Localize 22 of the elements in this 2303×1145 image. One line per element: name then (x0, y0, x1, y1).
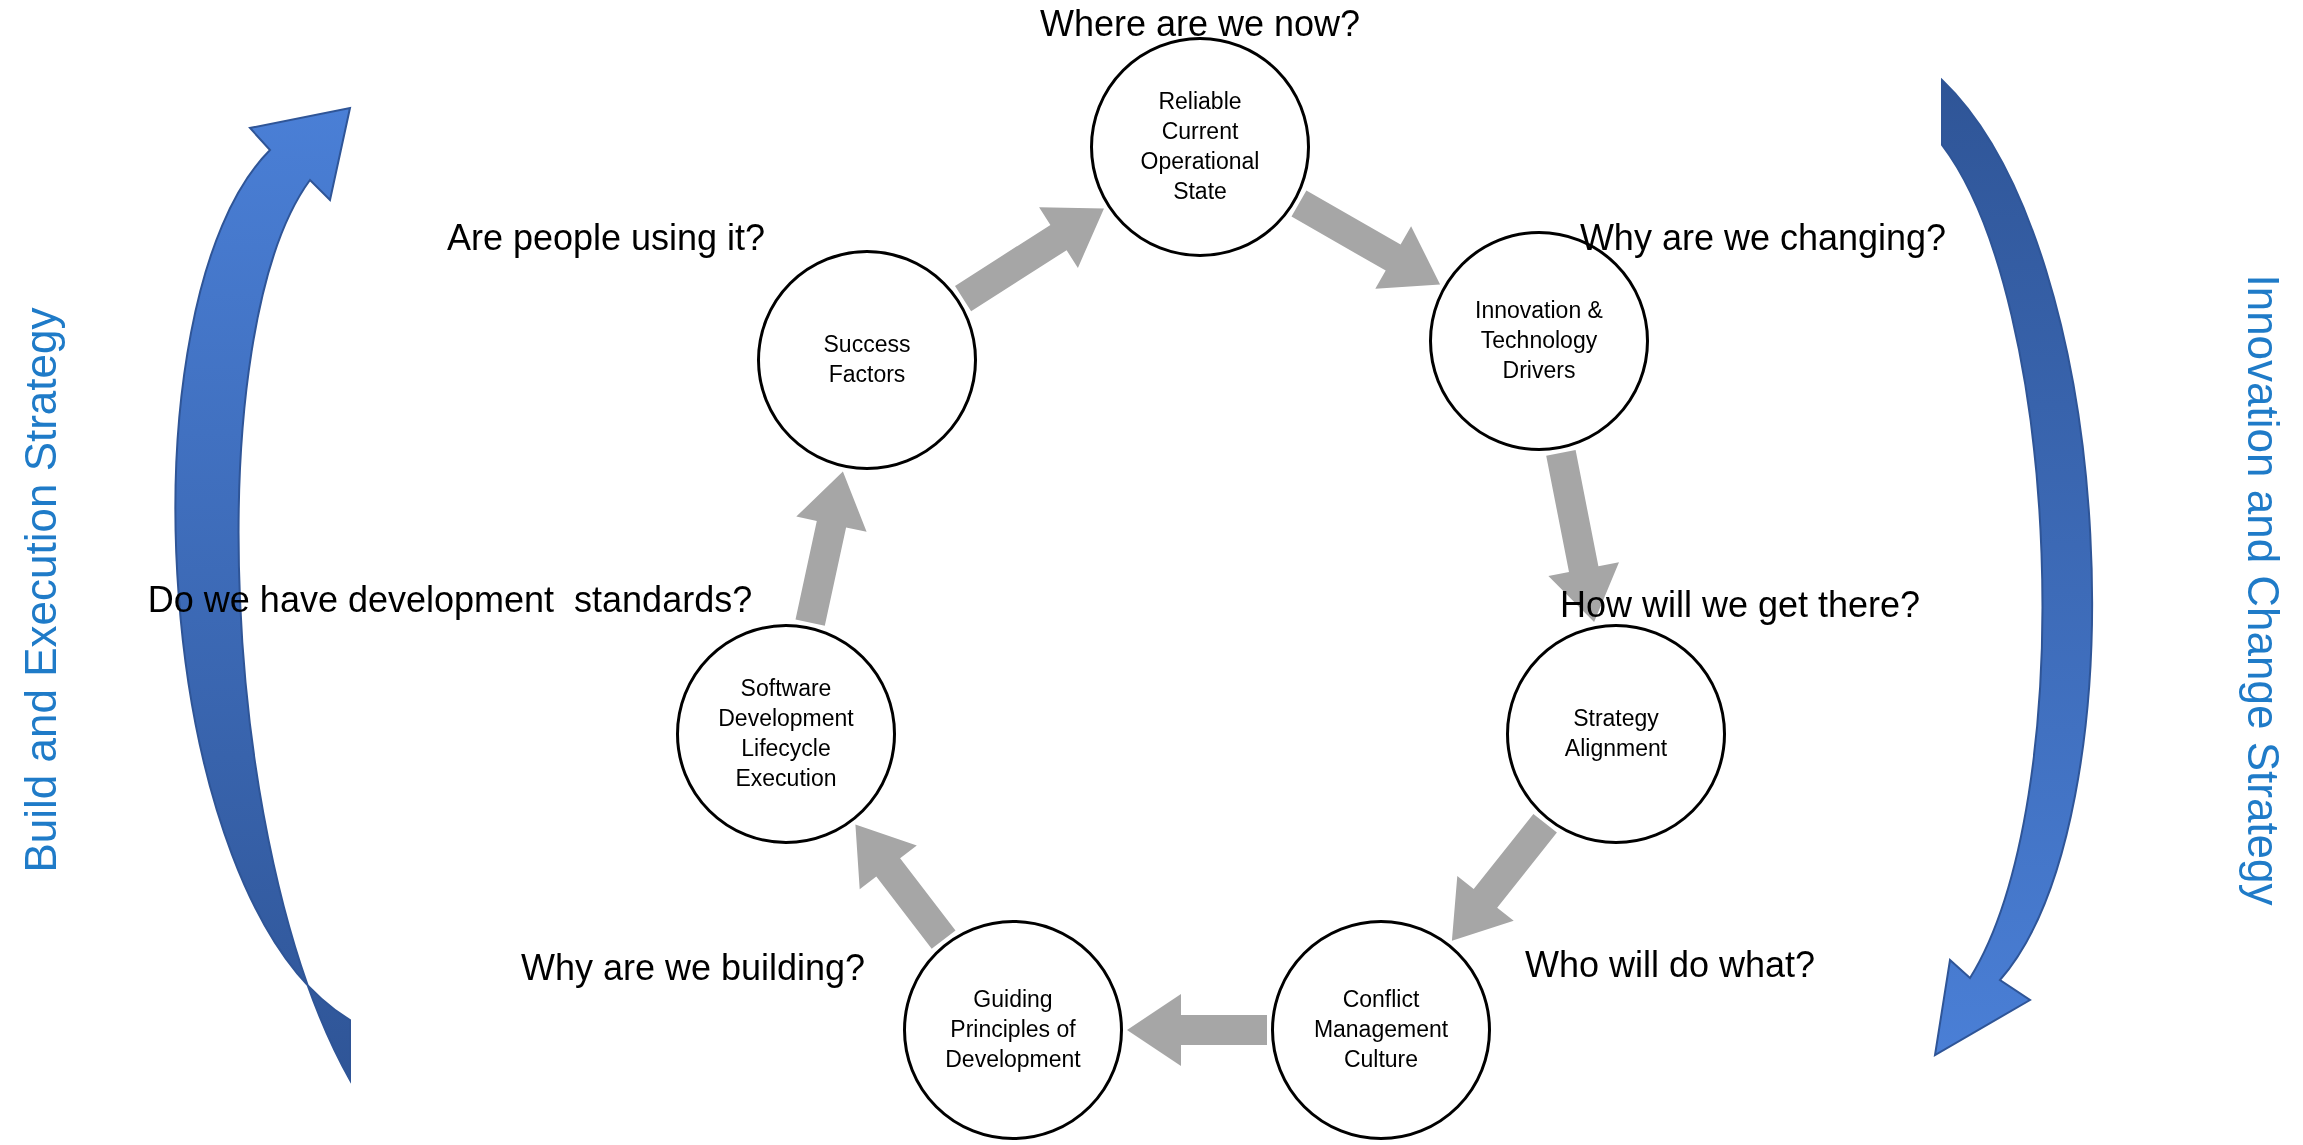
side-label: Innovation and Change Strategy (2237, 274, 2288, 906)
block-arrow (955, 207, 1104, 312)
question-text: Where are we now? (1039, 3, 1361, 45)
block-arrow (1546, 450, 1619, 623)
node-label: Conflict Management Culture (1312, 985, 1450, 1074)
block-arrow (1451, 814, 1557, 941)
question-text: Why are we building? (520, 947, 866, 989)
block-arrow (1127, 994, 1267, 1066)
question-text: How will we get there? (1559, 584, 1921, 626)
node-label: Innovation & Technology Drivers (1474, 296, 1604, 385)
node-label: Strategy Alignment (1563, 704, 1669, 763)
block-arrow (855, 824, 956, 949)
node-label: Success Factors (822, 330, 912, 389)
block-arrow (795, 471, 867, 626)
question-text: Why are we changing? (1579, 217, 1947, 259)
block-arrow (1291, 190, 1441, 289)
node-label: Guiding Principles of Development (944, 985, 1082, 1074)
node-label: Software Development Lifecycle Execution (717, 674, 855, 793)
node-label: Reliable Current Operational State (1139, 87, 1261, 206)
question-text: Are people using it? (446, 217, 766, 259)
question-text: Who will do what? (1524, 944, 1816, 986)
side-label: Build and Execution Strategy (15, 307, 65, 873)
